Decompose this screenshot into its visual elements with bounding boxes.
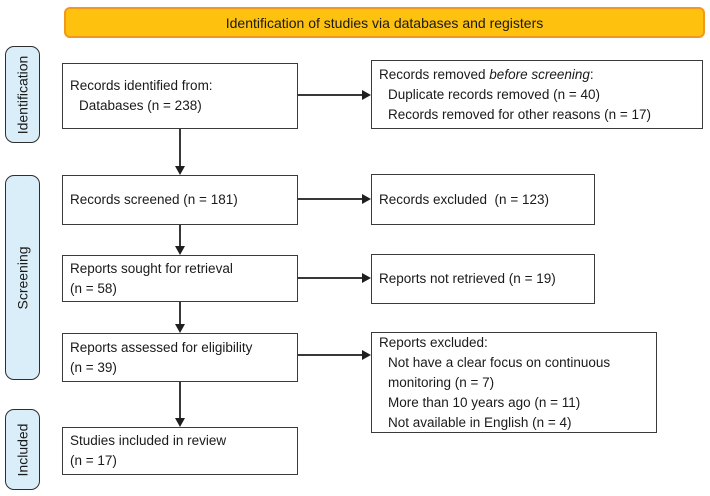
records-removed-line1-prefix: Records removed bbox=[379, 66, 490, 82]
reports-excluded-line3: monitoring (n = 7) bbox=[388, 374, 495, 390]
reports-assessed-line2: (n = 39) bbox=[70, 359, 117, 375]
stage-included: Included bbox=[5, 409, 40, 490]
reports-excluded-line4: More than 10 years ago (n = 11) bbox=[388, 394, 581, 410]
records-removed-line1-italic: before screening bbox=[489, 66, 590, 82]
studies-included-line1: Studies included in review bbox=[70, 433, 227, 448]
box-records-excluded: Records excluded (n = 123) bbox=[371, 174, 595, 225]
records-screened-line1: Records screened (n = 181) bbox=[70, 192, 238, 207]
stage-included-label: Included bbox=[14, 423, 31, 476]
stage-screening-label: Screening bbox=[14, 245, 31, 310]
records-removed-line2: Duplicate records removed (n = 40) bbox=[388, 86, 600, 102]
records-excluded-line1: Records excluded (n = 123) bbox=[379, 191, 549, 207]
reports-not-retrieved-line1: Reports not retrieved (n = 19) bbox=[379, 271, 556, 286]
reports-excluded-line1: Reports excluded: bbox=[379, 334, 488, 350]
stage-identification: Identification bbox=[5, 46, 40, 143]
box-records-screened: Records screened (n = 181) bbox=[62, 175, 298, 225]
reports-excluded-line2: Not have a clear focus on continuous bbox=[388, 354, 611, 370]
box-reports-excluded: Reports excluded: Not have a clear focus… bbox=[371, 332, 657, 433]
reports-excluded-line5: Not available in English (n = 4) bbox=[388, 414, 572, 430]
box-records-identified: Records identified from: Databases (n = … bbox=[62, 63, 298, 129]
box-reports-sought: Reports sought for retrieval (n = 58) bbox=[62, 255, 298, 302]
records-removed-line1: Records removed before screening: bbox=[379, 65, 698, 85]
banner-label: Identification of studies via databases … bbox=[225, 14, 544, 31]
stage-screening: Screening bbox=[5, 175, 40, 380]
box-studies-included: Studies included in review (n = 17) bbox=[62, 427, 298, 475]
box-reports-not-retrieved: Reports not retrieved (n = 19) bbox=[371, 254, 595, 304]
reports-sought-line2: (n = 58) bbox=[70, 280, 117, 296]
reports-assessed-line1: Reports assessed for eligibility bbox=[70, 339, 253, 355]
records-identified-line2: Databases (n = 238) bbox=[79, 98, 202, 113]
stage-identification-label: Identification bbox=[14, 55, 31, 134]
records-removed-line3: Records removed for other reasons (n = 1… bbox=[388, 106, 651, 122]
records-removed-line1-suffix: : bbox=[589, 66, 594, 82]
banner: Identification of studies via databases … bbox=[64, 7, 705, 38]
box-records-removed: Records removed before screening: Duplic… bbox=[371, 60, 703, 129]
records-identified-line1: Records identified from: bbox=[70, 78, 213, 93]
box-reports-assessed: Reports assessed for eligibility (n = 39… bbox=[62, 333, 298, 382]
reports-sought-line1: Reports sought for retrieval bbox=[70, 260, 233, 276]
studies-included-line2: (n = 17) bbox=[70, 453, 117, 468]
